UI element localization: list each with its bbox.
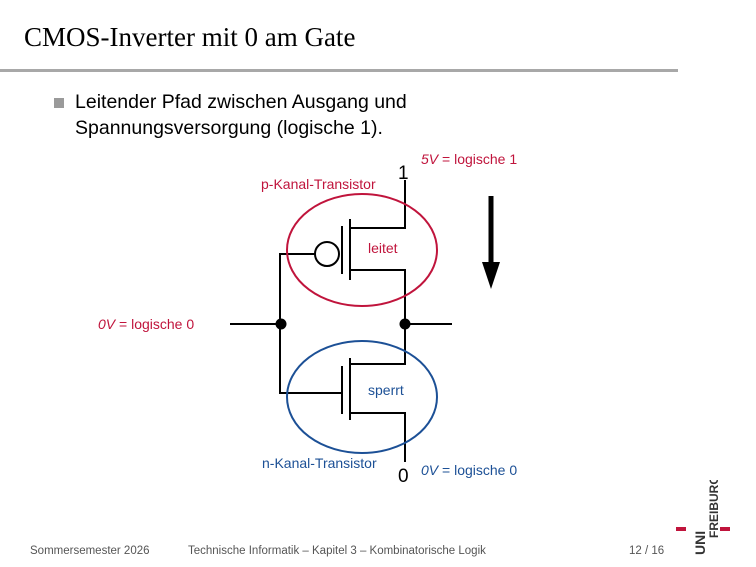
logo-red-bar-right <box>720 527 730 531</box>
logo-red-bar-left <box>676 527 686 531</box>
input-label: 0V = logische 0 <box>98 316 194 332</box>
slide-title: CMOS-Inverter mit 0 am Gate <box>24 22 356 52</box>
gnd-value: 0 <box>398 466 409 487</box>
n-transistor-highlight <box>286 340 438 454</box>
p-gate-inversion-bubble <box>314 241 340 267</box>
university-logo: UNI FREIBURG <box>676 480 730 555</box>
bullet-line-1: Leitender Pfad zwischen Ausgang und <box>75 91 407 113</box>
p-state-label: leitet <box>368 240 398 256</box>
title-divider <box>0 69 678 72</box>
footer-page-number: 12 / 16 <box>629 545 665 557</box>
current-arrow-head-icon <box>482 262 500 289</box>
logo-text-uni: UNI <box>692 531 708 555</box>
gnd-wire <box>350 412 406 462</box>
input-junction-dot <box>275 318 287 330</box>
gnd-label: 0V = logische 0 <box>421 462 517 478</box>
footer-course: Technische Informatik – Kapitel 3 – Komb… <box>188 545 486 557</box>
output-junction-dot <box>399 318 411 330</box>
n-state-label: sperrt <box>368 382 404 398</box>
gate-wire <box>279 253 342 394</box>
footer-semester: Sommersemester 2026 <box>30 545 150 557</box>
p-transistor-highlight <box>286 193 438 307</box>
p-transistor-label: p-Kanal-Transistor <box>261 176 376 192</box>
p-drain-wire <box>350 269 406 365</box>
bullet-line-2: Spannungsversorgung (logische 1). <box>75 117 383 139</box>
bullet-marker-icon <box>54 98 64 108</box>
vdd-wire <box>350 180 406 229</box>
n-transistor-label: n-Kanal-Transistor <box>262 455 377 471</box>
bullet-text: Leitender Pfad zwischen Ausgang und Span… <box>75 89 407 141</box>
logo-text-freiburg: FREIBURG <box>707 480 721 538</box>
vdd-value: 1 <box>398 163 409 184</box>
vdd-label: 5V = logische 1 <box>421 151 517 167</box>
